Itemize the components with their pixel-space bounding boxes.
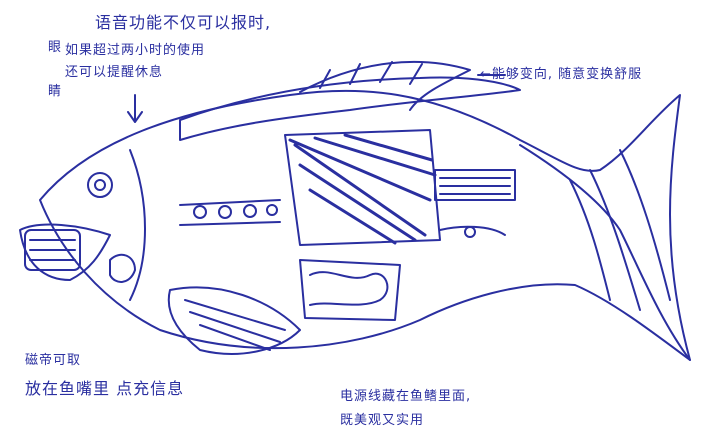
tail [519,144,691,361]
annotation-bottom-mid-1: 电源线藏在鱼鳍里面, [340,389,472,404]
annotation-right: ←能够变向, 随意变换舒服 [480,67,643,82]
annotation-vertical-2: 睛 [48,84,62,99]
gill-line [129,149,146,301]
annotation-bottom-mid-2: 既美观又实用 [340,413,425,428]
control-row [179,199,281,226]
annotation-vertical-1: 眼 [48,40,62,55]
annotation-bottom-left-1: 磁帝可取 [25,353,82,368]
upper-fin [179,76,521,141]
annotation-top-2: 如果超过两小时的使用 [65,43,206,58]
fish-eye [87,172,113,198]
center-panel [284,129,441,246]
speaker-grille [24,229,81,271]
annotation-bottom-left-2: 放在鱼嘴里 点充信息 [25,379,185,398]
arrow-top-note [127,94,143,123]
lower-panel [299,259,401,321]
display-screen [434,169,516,201]
pectoral-fin [167,286,301,355]
annotation-top-1: 语音功能不仅可以报时, [95,13,272,32]
annotation-top-3: 还可以提醒休息 [65,65,164,80]
fish-mouth [19,223,111,281]
fish-body-outline [39,89,691,361]
dorsal-fin [299,60,471,111]
